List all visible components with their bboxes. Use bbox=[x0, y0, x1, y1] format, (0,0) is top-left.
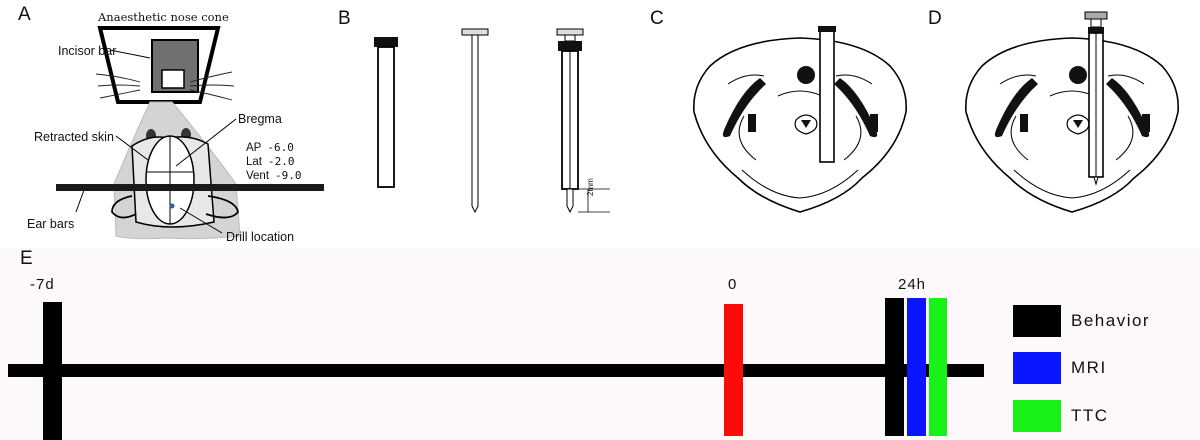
legend-label-behavior: Behavior bbox=[1071, 311, 1151, 330]
endpoint-ttc-bar bbox=[929, 298, 947, 436]
legend-label-mri: MRI bbox=[1071, 358, 1107, 377]
coronal-section-c bbox=[693, 26, 907, 213]
legend-swatch-ttc bbox=[1013, 400, 1061, 432]
timeline-label-24h: 24h bbox=[898, 276, 927, 293]
legend-label-ttc: TTC bbox=[1071, 406, 1109, 425]
endpoint-mri-bar bbox=[907, 298, 926, 436]
legend-swatch-behavior bbox=[1013, 305, 1061, 337]
label-anaesthetic-nose-cone: Anaesthetic nose cone bbox=[98, 10, 229, 24]
panel-letter-c: C bbox=[650, 8, 664, 29]
stylet-shaft bbox=[471, 34, 479, 214]
ear-bar bbox=[56, 184, 324, 191]
coord-vent-name: Vent bbox=[246, 170, 270, 182]
timeline-label-minus-7d: -7d bbox=[30, 276, 55, 293]
nose-cone-outline bbox=[97, 26, 221, 104]
injection-marker-bar bbox=[724, 304, 743, 436]
coord-lat-name: Lat bbox=[246, 156, 262, 168]
baseline-behavior-bar bbox=[43, 302, 62, 440]
label-bregma: Bregma bbox=[238, 112, 282, 126]
rat-head-diagram bbox=[56, 26, 324, 240]
panel-letter-a: A bbox=[18, 4, 31, 25]
cannula-diagram bbox=[374, 28, 610, 214]
coronal-section-d bbox=[965, 11, 1179, 213]
guide-cannula-tube bbox=[377, 46, 395, 188]
coord-vent-value: -9.0 bbox=[275, 169, 302, 182]
timeline-label-zero: 0 bbox=[728, 276, 738, 293]
label-drill-location: Drill location bbox=[226, 230, 295, 244]
endpoint-behavior-bar bbox=[885, 298, 904, 436]
guide-cannula-head bbox=[374, 37, 398, 47]
coord-lat-value: -2.0 bbox=[268, 155, 295, 168]
timeline-axis bbox=[8, 364, 984, 377]
coord-vent: Vent -9.0 bbox=[246, 169, 302, 182]
coord-ap: AP -6.0 bbox=[246, 141, 294, 154]
label-retracted-skin: Retracted skin bbox=[34, 130, 114, 144]
panel-letter-e: E bbox=[20, 248, 33, 269]
panel-letter-d: D bbox=[928, 8, 942, 29]
legend-swatch-mri bbox=[1013, 352, 1061, 384]
label-incisor-bar: Incisor bar bbox=[58, 44, 117, 58]
coord-ap-value: -6.0 bbox=[267, 141, 294, 154]
panel-letter-b: B bbox=[338, 8, 351, 29]
label-ear-bars: Ear bars bbox=[27, 217, 75, 231]
coord-ap-name: AP bbox=[246, 142, 262, 154]
coord-lat: Lat -2.0 bbox=[246, 155, 295, 168]
timeline-panel: E -7d 0 24h Behavior MRI TTC bbox=[0, 248, 1200, 440]
